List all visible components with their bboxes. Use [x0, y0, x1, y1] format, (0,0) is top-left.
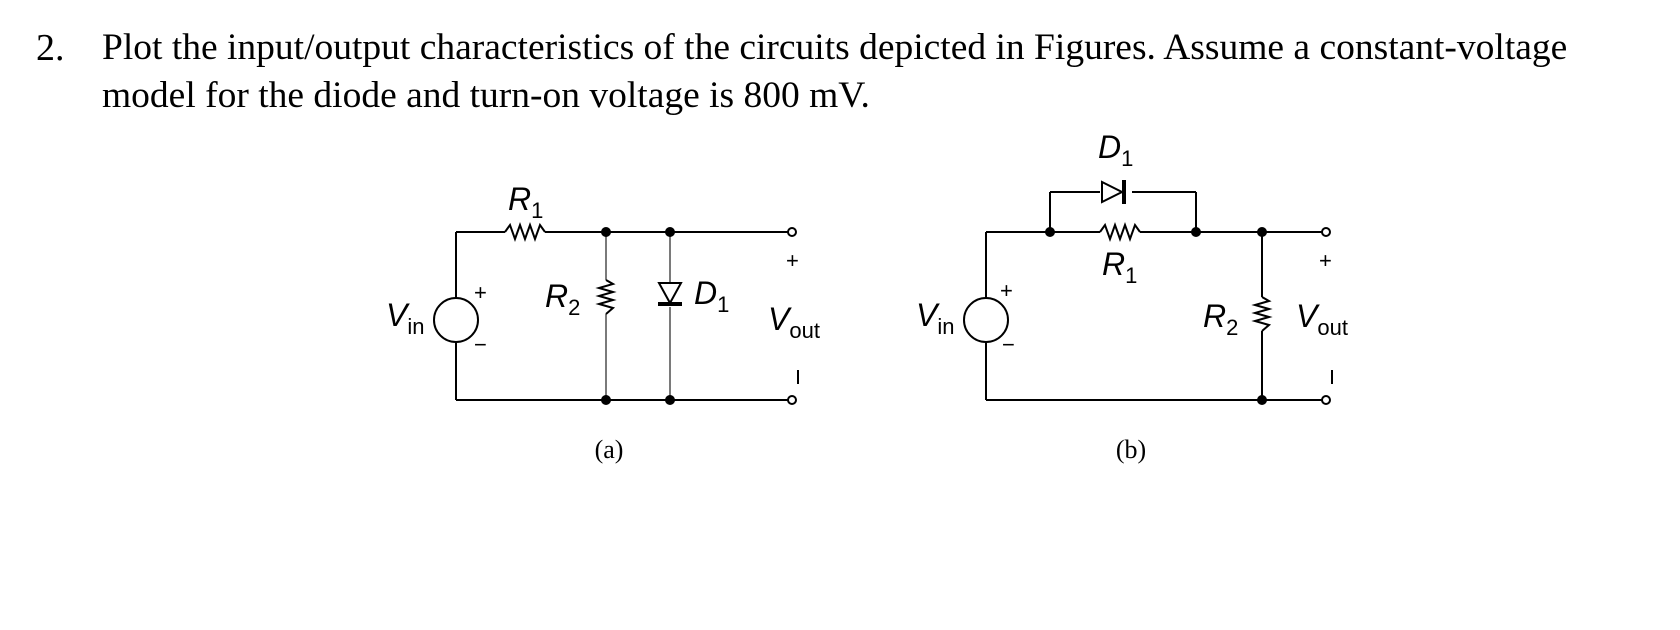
label-vin-a: Vin: [386, 297, 424, 339]
label-vout-a: Vout: [768, 301, 820, 343]
resistor-r1-a: [504, 222, 546, 242]
source-minus-a: −: [474, 332, 487, 357]
circuit-b: D1 R1 R2 Vin Vout + − + (b): [916, 129, 1348, 464]
output-terminal-top-a: [787, 227, 797, 237]
output-terminal-bottom-b: [1321, 395, 1331, 405]
label-r2-b: R2: [1203, 298, 1238, 340]
source-minus-b: −: [1002, 332, 1015, 357]
output-terminal-top-b: [1321, 227, 1331, 237]
caption-b: (b): [1116, 435, 1146, 464]
source-plus-a: +: [474, 280, 487, 305]
output-terminal-bottom-a: [787, 395, 797, 405]
label-r1-a: R1: [508, 181, 543, 223]
source-plus-b: +: [1000, 278, 1013, 303]
voltage-source-b: [963, 297, 1009, 343]
problem-statement: Plot the input/output characteristics of…: [102, 24, 1672, 120]
vout-plus-a: +: [786, 248, 799, 273]
label-d1-b: D1: [1098, 129, 1133, 171]
circuit-a-wires: [455, 231, 788, 401]
caption-a: (a): [595, 435, 624, 464]
junction-dots-b: [1045, 227, 1267, 405]
resistor-r2-a: [595, 279, 617, 315]
problem-line-2: model for the diode and turn-on voltage …: [102, 75, 870, 116]
resistor-r2-b: [1251, 296, 1273, 332]
junction-dots-a: [601, 227, 675, 405]
diode-d1-a: [657, 282, 683, 306]
label-d1-a: D1: [694, 275, 729, 317]
circuit-a: R1 R2 D1 Vin Vout + − + (a): [386, 181, 820, 464]
vout-plus-b: +: [1319, 248, 1332, 273]
label-r1-b: R1: [1102, 246, 1137, 288]
voltage-source-a: [433, 297, 479, 343]
problem-number: 2.: [36, 27, 65, 69]
resistor-r1-b: [1099, 222, 1141, 242]
problem-line-1: Plot the input/output characteristics of…: [102, 27, 1568, 68]
circuit-b-wires: [985, 191, 1322, 401]
label-vout-b: Vout: [1296, 298, 1348, 340]
diode-d1-b: [1101, 180, 1126, 204]
label-r2-a: R2: [545, 278, 580, 320]
label-vin-b: Vin: [916, 297, 954, 339]
